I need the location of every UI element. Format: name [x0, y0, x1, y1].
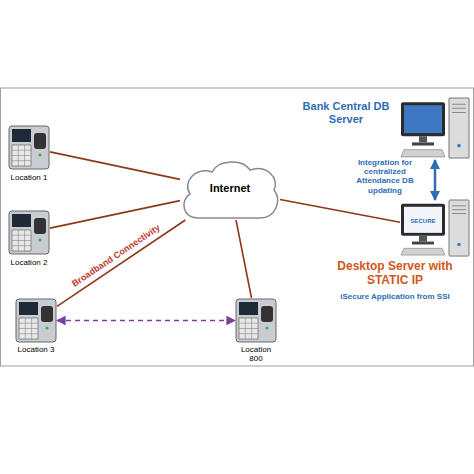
finger-sensor: [34, 218, 46, 234]
monitor: [401, 204, 445, 236]
monitor-base: [412, 242, 434, 245]
power-button: [457, 144, 461, 148]
edge-label: Broadband Connectivity: [70, 223, 162, 290]
server-heading: Bank Central DB Server: [296, 100, 396, 125]
finger-sensor: [34, 133, 46, 149]
keypad-grid: [12, 145, 31, 166]
computer-icon: [400, 200, 470, 258]
finger-sensor: [41, 306, 53, 322]
biometric-terminal: Location 3: [15, 298, 57, 343]
biometric-device: [235, 298, 277, 343]
power-button: [457, 243, 461, 246]
keypad-grid: [19, 318, 38, 339]
tower: [449, 98, 469, 158]
network-link: [50, 201, 180, 229]
drive-slots: [452, 206, 466, 214]
monitor-screen: [404, 207, 442, 233]
status-led: [38, 153, 41, 156]
network-link: [280, 200, 400, 223]
keypad-grid: [12, 230, 31, 251]
drive-slots: [452, 104, 466, 112]
tower: [449, 200, 469, 256]
device-body: [236, 299, 276, 342]
server-heading: Desktop Server with STATIC IP: [320, 260, 470, 288]
status-led: [38, 238, 41, 241]
biometric-terminal: Location 2: [8, 210, 50, 255]
device-screen: [239, 302, 258, 315]
finger-sensor: [261, 306, 273, 322]
location-label: Location 1: [0, 173, 60, 182]
network-link: [236, 220, 252, 298]
computer-icon: [400, 98, 470, 160]
biometric-device: [8, 125, 50, 170]
monitor-base: [412, 142, 434, 145]
logo-text: SECURE: [404, 218, 442, 225]
location-label: Location 800: [236, 345, 276, 363]
keyboard: [401, 150, 445, 157]
device-screen: [19, 302, 38, 315]
biometric-terminal: Location 800: [235, 298, 277, 343]
device-screen: [12, 129, 31, 142]
biometric-device: [8, 210, 50, 255]
device-body: [9, 126, 49, 169]
monitor-screen: [404, 105, 442, 133]
arrow-connector: [434, 160, 437, 200]
status-led: [265, 326, 268, 329]
device-body: [16, 299, 56, 342]
keyboard: [401, 248, 445, 255]
cloud-label: Internet: [180, 182, 280, 195]
db-server: Bank Central DB Server: [400, 98, 470, 160]
biometric-device: [15, 298, 57, 343]
monitor: [401, 102, 445, 136]
keypad-grid: [239, 318, 258, 339]
internet-cloud: Internet: [180, 160, 280, 220]
monitor-stand: [419, 236, 427, 242]
device-screen: [12, 214, 31, 227]
network-link: [50, 152, 180, 180]
device-body: [9, 211, 49, 254]
status-led: [45, 326, 48, 329]
device-keypad: [19, 318, 38, 339]
biometric-terminal: Location 1: [8, 125, 50, 170]
monitor-stand: [419, 136, 427, 142]
arrow-connector: [57, 320, 235, 322]
device-keypad: [239, 318, 258, 339]
desktop-server: Desktop Server with STATIC IPiSecure App…: [400, 200, 470, 258]
server-subtitle: iSecure Application from SSI: [320, 292, 470, 301]
edge-label: Integration for centralized Attendance D…: [343, 158, 427, 195]
device-keypad: [12, 230, 31, 251]
frame-border: [1, 88, 474, 366]
device-keypad: [12, 145, 31, 166]
location-label: Location 2: [0, 258, 60, 267]
location-label: Location 3: [5, 345, 67, 354]
network-link: [57, 220, 185, 306]
